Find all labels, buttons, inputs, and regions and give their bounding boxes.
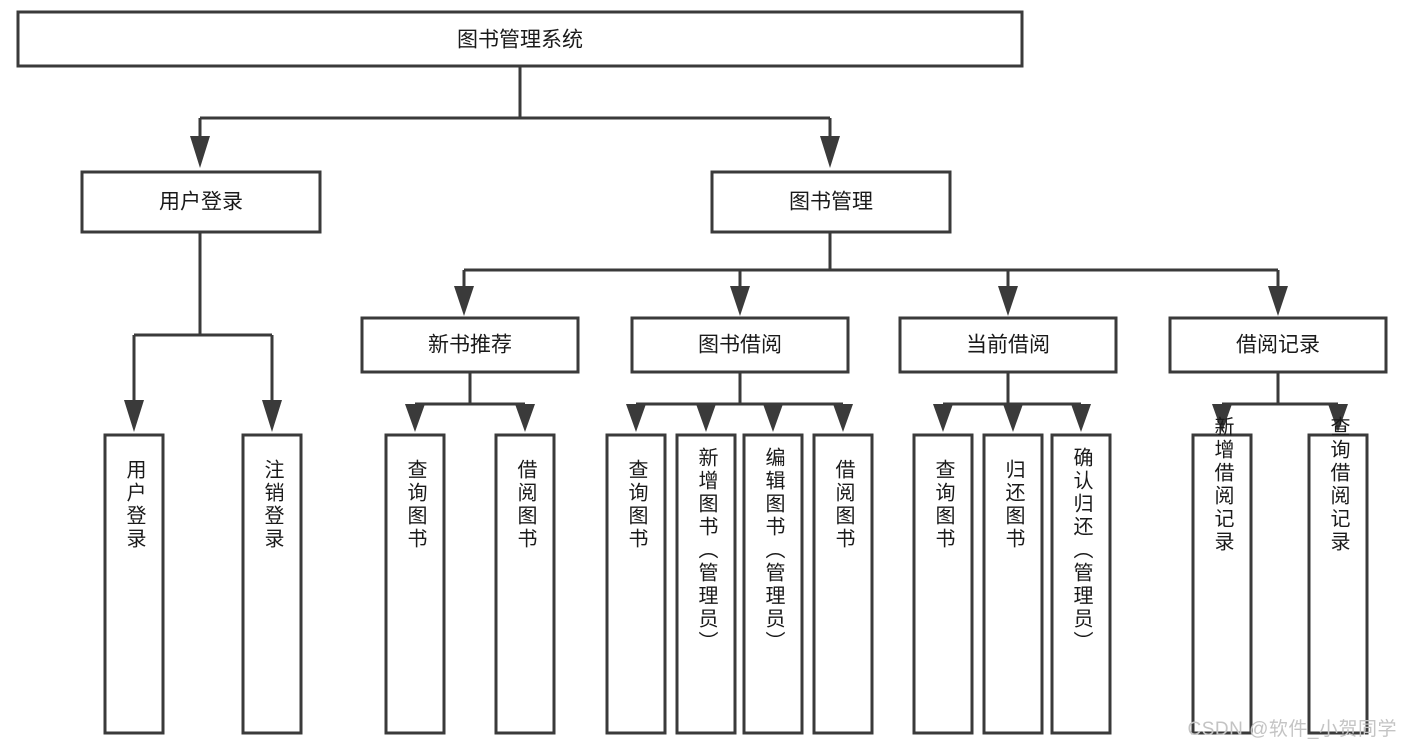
leaf-user-login-2-label: 注销登录 xyxy=(261,459,284,551)
leaf-current-borrow-2-box[interactable] xyxy=(982,433,1044,735)
node-borrow-record[interactable]: 借阅记录 xyxy=(1168,316,1388,374)
leaf-borrow-record-1-box[interactable] xyxy=(1191,433,1253,735)
leaf-book-borrow-3-box[interactable] xyxy=(742,433,804,735)
leaf-current-borrow-1-box[interactable] xyxy=(912,433,974,735)
leaf-user-login-2-box[interactable] xyxy=(241,433,303,735)
leaf-recommend-1-label: 查询图书 xyxy=(404,459,427,551)
leaf-current-borrow-3-label: 确认归还（管理员） xyxy=(1070,447,1093,654)
arrow-bookmgmt-to-current xyxy=(998,286,1018,316)
arrow-recommend-leaf-1 xyxy=(405,404,425,432)
leaf-book-borrow-1-box[interactable] xyxy=(605,433,667,735)
leaf-book-borrow-1[interactable]: 查询图书 xyxy=(605,433,667,735)
leaf-borrow-record-2-label: 查询借阅记录 xyxy=(1327,416,1350,554)
arrow-bookmgmt-to-record xyxy=(1268,286,1288,316)
leaf-recommend-2-box[interactable] xyxy=(494,433,556,735)
leaf-current-borrow-3-box[interactable] xyxy=(1050,433,1112,735)
leaf-borrow-record-1[interactable]: 新增借阅记录 xyxy=(1191,416,1253,735)
leaf-recommend-1[interactable]: 查询图书 xyxy=(384,433,446,735)
node-new-book-recommend[interactable]: 新书推荐 xyxy=(360,316,580,374)
leaf-book-borrow-2-box[interactable] xyxy=(675,433,737,735)
arrow-login-leaf-2 xyxy=(262,400,282,432)
csdn-watermark: CSDN @软件_小贺同学 xyxy=(1187,719,1397,740)
leaf-book-borrow-3[interactable]: 编辑图书（管理员） xyxy=(742,433,804,735)
node-book-management-box[interactable] xyxy=(710,170,952,234)
leaf-recommend-2[interactable]: 借阅图书 xyxy=(494,433,556,735)
node-book-borrow[interactable]: 图书借阅 xyxy=(630,316,850,374)
leaf-borrow-record-2[interactable]: 查询借阅记录 xyxy=(1307,416,1369,735)
leaf-book-borrow-2[interactable]: 新增图书（管理员） xyxy=(675,433,737,735)
arrow-root-to-login xyxy=(190,136,210,168)
node-borrow-record-label: 借阅记录 xyxy=(1236,334,1320,357)
arrow-root-to-bookmgmt xyxy=(820,136,840,168)
leaf-user-login-1-box[interactable] xyxy=(103,433,165,735)
leaf-current-borrow-3[interactable]: 确认归还（管理员） xyxy=(1050,433,1112,735)
arrow-record-leaf-1 xyxy=(1212,404,1232,432)
arrow-current-leaf-1 xyxy=(933,404,953,432)
arrow-recommend-leaf-2 xyxy=(515,404,535,432)
node-root[interactable]: 图书管理系统 xyxy=(16,10,1024,68)
node-user-login-label: 用户登录 xyxy=(159,191,243,214)
leaf-borrow-record-1-label: 新增借阅记录 xyxy=(1211,416,1234,554)
node-new-book-recommend-label: 新书推荐 xyxy=(428,334,512,357)
leaf-current-borrow-1-label: 查询图书 xyxy=(932,459,955,551)
leaf-book-borrow-4-label: 借阅图书 xyxy=(832,459,855,551)
arrow-borrow-leaf-2 xyxy=(696,404,716,432)
leaf-recommend-2-label: 借阅图书 xyxy=(514,459,537,551)
leaf-book-borrow-2-label: 新增图书（管理员） xyxy=(695,447,718,654)
node-current-borrow-box[interactable] xyxy=(898,316,1118,374)
leaf-user-login-2[interactable]: 注销登录 xyxy=(241,433,303,735)
leaf-current-borrow-2-label: 归还图书 xyxy=(1002,459,1025,551)
leaf-current-borrow-2[interactable]: 归还图书 xyxy=(982,433,1044,735)
arrow-current-leaf-2 xyxy=(1003,404,1023,432)
arrow-current-leaf-3 xyxy=(1071,404,1091,432)
node-new-book-recommend-box[interactable] xyxy=(360,316,580,374)
node-root-box[interactable] xyxy=(16,10,1024,68)
arrow-borrow-leaf-3 xyxy=(763,404,783,432)
node-book-borrow-label: 图书借阅 xyxy=(698,334,782,357)
arrow-borrow-leaf-4 xyxy=(833,404,853,432)
node-user-login-box[interactable] xyxy=(80,170,322,234)
arrow-bookmgmt-to-borrow xyxy=(730,286,750,316)
leaf-user-login-1-label: 用户登录 xyxy=(123,459,146,551)
arrow-login-leaf-1 xyxy=(124,400,144,432)
leaf-book-borrow-1-label: 查询图书 xyxy=(625,459,648,551)
node-book-management-label: 图书管理 xyxy=(789,191,873,214)
node-root-label: 图书管理系统 xyxy=(457,29,583,52)
leaf-recommend-1-box[interactable] xyxy=(384,433,446,735)
node-current-borrow[interactable]: 当前借阅 xyxy=(898,316,1118,374)
leaf-user-login-1[interactable]: 用户登录 xyxy=(103,433,165,735)
arrow-bookmgmt-to-recommend xyxy=(454,286,474,316)
leaf-book-borrow-3-label: 编辑图书（管理员） xyxy=(762,447,785,654)
leaf-book-borrow-4-box[interactable] xyxy=(812,433,874,735)
node-user-login[interactable]: 用户登录 xyxy=(80,170,322,234)
node-borrow-record-box[interactable] xyxy=(1168,316,1388,374)
node-current-borrow-label: 当前借阅 xyxy=(966,334,1050,357)
node-book-borrow-box[interactable] xyxy=(630,316,850,374)
leaf-book-borrow-4[interactable]: 借阅图书 xyxy=(812,433,874,735)
leaf-borrow-record-2-box[interactable] xyxy=(1307,433,1369,735)
connectors xyxy=(124,66,1348,432)
arrow-record-leaf-2 xyxy=(1328,404,1348,432)
leaf-current-borrow-1[interactable]: 查询图书 xyxy=(912,433,974,735)
arrow-borrow-leaf-1 xyxy=(626,404,646,432)
node-book-management[interactable]: 图书管理 xyxy=(710,170,952,234)
